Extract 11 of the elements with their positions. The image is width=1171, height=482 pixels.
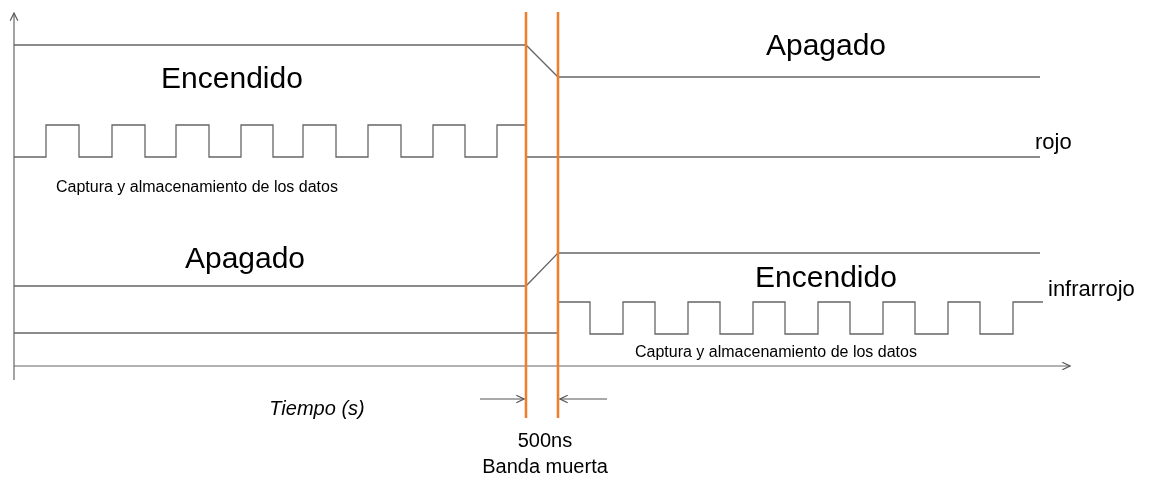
- phase-label: Captura y almacenamiento de los datos: [635, 344, 917, 360]
- dimension-label: 500ns: [517, 430, 573, 450]
- dimension-label: Banda muerta: [482, 456, 608, 476]
- state-label: Apagado: [184, 243, 306, 273]
- signal-label: infrarrojo: [1048, 278, 1135, 300]
- state-label: Encendido: [755, 262, 897, 292]
- state-label: Apagado: [765, 30, 887, 60]
- signal-label: rojo: [1035, 131, 1072, 153]
- state-label: Encendido: [161, 63, 303, 93]
- axis-label: Tiempo (s): [269, 398, 365, 418]
- phase-label: Captura y almacenamiento de los datos: [56, 179, 338, 195]
